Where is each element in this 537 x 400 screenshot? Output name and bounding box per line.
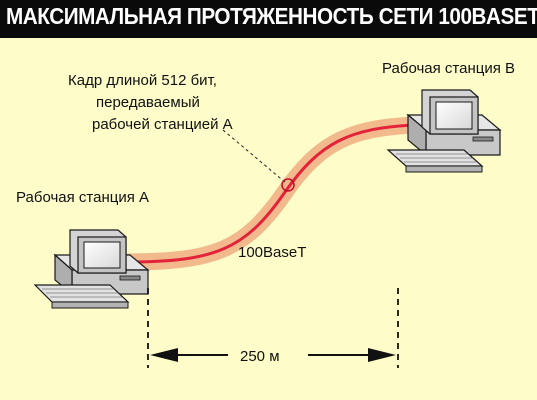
frame-label-line2: передаваемый xyxy=(96,94,200,111)
cable-label: 100BaseT xyxy=(238,244,306,261)
frame-label-line1: Кадр длиной 512 бит, xyxy=(68,72,217,89)
distance-dimension xyxy=(147,288,399,368)
frame-label-line3: рабочей станцией А xyxy=(92,116,233,133)
workstation-b xyxy=(386,89,502,173)
diagram-title: МАКСИМАЛЬНАЯ ПРОТЯЖЕННОСТЬ СЕТИ 100BASET xyxy=(6,3,537,29)
workstation-a xyxy=(33,229,150,309)
frame-leader-line xyxy=(222,129,287,184)
station-a-label: Рабочая станция А xyxy=(16,189,149,206)
distance-label: 250 м xyxy=(240,348,280,365)
station-b-label: Рабочая станция В xyxy=(382,60,515,77)
frame-marker xyxy=(281,178,295,192)
title-bar: МАКСИМАЛЬНАЯ ПРОТЯЖЕННОСТЬ СЕТИ 100BASET xyxy=(0,0,537,38)
network-diagram: Рабочая станция А Рабочая станция В Кадр… xyxy=(16,60,515,368)
cable-100baset xyxy=(116,116,424,271)
